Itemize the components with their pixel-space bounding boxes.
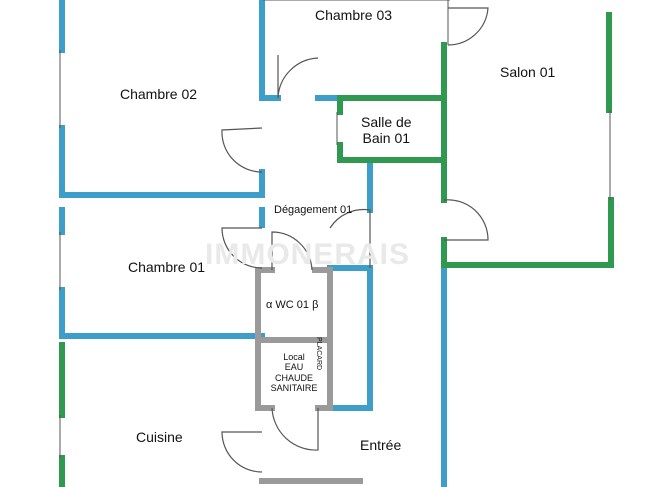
door-swing — [271, 407, 319, 451]
door-swing — [221, 227, 263, 269]
door-swing — [271, 231, 313, 271]
label-local-line-3: CHAUDE — [274, 372, 313, 383]
label-chambre-02: Chambre 02 — [120, 86, 198, 102]
walls-grey — [255, 267, 363, 484]
door-swing — [277, 55, 319, 99]
label-wc-01: α WC 01 β — [266, 299, 319, 311]
label-salon-01: Salon 01 — [500, 64, 556, 80]
label-salle-de-bain: Salle de Bain 01 — [361, 114, 412, 146]
label-local-line-4: SANITAIRE — [270, 383, 318, 394]
label-salle-de-bain-line-2: Bain 01 — [362, 130, 411, 147]
label-salle-de-bain-line-1: Salle de — [361, 114, 412, 130]
walls-green — [59, 12, 614, 487]
walls-blue — [59, 0, 447, 487]
door-swing — [329, 208, 371, 268]
door-swing — [221, 431, 263, 473]
label-cuisine: Cuisine — [136, 429, 183, 445]
doors — [221, 7, 489, 473]
label-local-line-1: Local — [283, 352, 305, 362]
thin-outlines — [59, 0, 611, 458]
door-swing — [443, 199, 489, 241]
watermark: IMMONERAIS — [205, 238, 410, 271]
door-swing — [447, 7, 489, 46]
label-local-line-2: EAU — [284, 362, 304, 373]
label-chambre-03: Chambre 03 — [315, 7, 393, 23]
door-swing — [221, 127, 263, 173]
label-chambre-01: Chambre 01 — [128, 259, 206, 275]
label-entree: Entrée — [360, 437, 402, 453]
label-degagement-01: Dégagement 01 — [274, 204, 353, 216]
label-local-eau-chaude: Local EAU CHAUDE SANITAIRE — [264, 352, 324, 393]
